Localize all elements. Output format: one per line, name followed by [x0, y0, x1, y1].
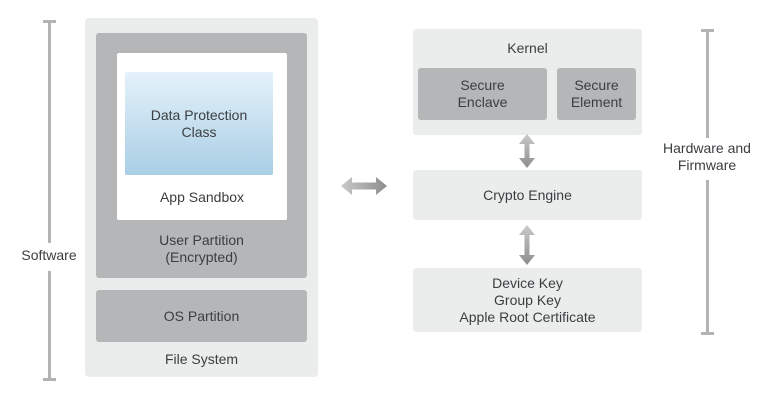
crypto-engine-box: Crypto Engine: [413, 170, 642, 220]
data-protection-class-box: Data Protection Class: [125, 72, 273, 175]
file-system-label: File System: [164, 351, 239, 367]
secure-element-box: Secure Element: [557, 68, 636, 120]
device-key-label: Device Key: [492, 274, 563, 291]
data-protection-label-line1: Data Protection: [150, 106, 248, 123]
secure-enclave-label-line2: Enclave: [457, 94, 508, 110]
hardware-firmware-label-line1: Hardware and: [663, 140, 751, 156]
hardware-bracket-bottom-cap: [701, 332, 714, 335]
os-partition-box: OS Partition: [96, 290, 307, 342]
hardware-firmware-label: Hardware and Firmware: [650, 140, 764, 174]
crypto-engine-label: Crypto Engine: [483, 186, 572, 203]
software-bracket-line-upper: [48, 21, 51, 243]
apple-root-certificate-label: Apple Root Certificate: [459, 308, 596, 325]
secure-element-label-line1: Secure: [574, 77, 619, 93]
user-partition-label: User Partition (Encrypted): [96, 220, 307, 278]
os-partition-label: OS Partition: [163, 307, 240, 324]
device-keys-box: Device Key Group Key Apple Root Certific…: [413, 268, 642, 332]
secure-element-label-line2: Element: [570, 94, 623, 110]
group-key-label: Group Key: [494, 291, 561, 308]
software-hardware-arrow-icon: [341, 177, 387, 195]
kernel-crypto-arrow-icon: [519, 134, 535, 168]
user-partition-label-line2: (Encrypted): [165, 249, 238, 265]
secure-enclave-box: Secure Enclave: [418, 68, 547, 120]
software-bracket-line-lower: [48, 271, 51, 378]
app-sandbox-label: App Sandbox: [159, 189, 245, 205]
hardware-bracket-line-upper: [706, 30, 709, 138]
user-partition-label-line1: User Partition: [159, 232, 244, 248]
kernel-label: Kernel: [507, 40, 548, 56]
software-label: Software: [21, 247, 77, 263]
hardware-bracket-line-lower: [706, 180, 709, 332]
hardware-firmware-label-line2: Firmware: [677, 157, 737, 173]
software-bracket-bottom-cap: [43, 378, 56, 381]
secure-enclave-label-line1: Secure: [460, 77, 505, 93]
crypto-keys-arrow-icon: [519, 225, 535, 265]
data-protection-label-line2: Class: [181, 123, 217, 140]
